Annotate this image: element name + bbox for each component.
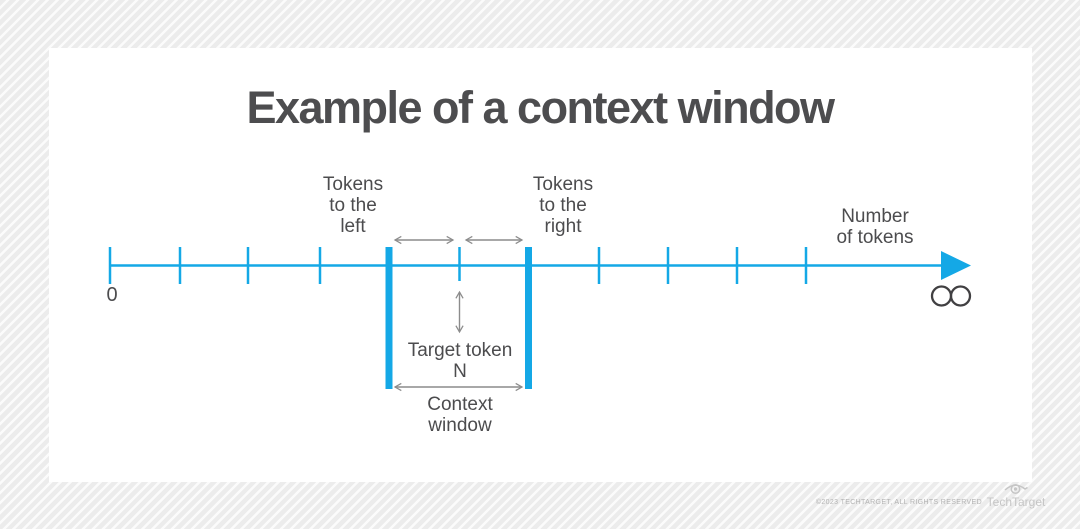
measurement-arrows (393, 235, 524, 392)
context-window-label: Context window (427, 394, 492, 436)
axis-label-line1: Number (841, 206, 909, 227)
tokens-right-line3: right (544, 216, 582, 237)
tokens-left-line1: Tokens (322, 174, 384, 195)
tokens-right-line1: Tokens (532, 174, 594, 195)
copyright-text: ©2023 TECHTARGET, ALL RIGHTS RESERVED (815, 499, 982, 506)
target-token-line2: N (453, 361, 467, 382)
axis-label-line2: of tokens (836, 227, 914, 248)
diagram-title: Example of a context window (246, 82, 835, 133)
techtarget-logo: TechTarget (987, 480, 1045, 509)
number-of-tokens-label: Number of tokens (836, 206, 913, 248)
tokens-left-line2: to the (329, 195, 377, 216)
axis-arrowhead (941, 251, 971, 280)
context-window-bounds (385, 247, 532, 389)
tokens-left-line3: left (340, 216, 366, 237)
infinity-icon (930, 285, 972, 307)
target-token-line1: Target token (407, 340, 513, 361)
tokens-left-label: Tokens to the left (323, 174, 383, 237)
target-token-label: Target token N (408, 340, 513, 382)
zero-label: 0 (106, 284, 118, 306)
context-window-line2: window (428, 415, 492, 436)
tokens-right-line2: to the (539, 195, 587, 216)
techtarget-eye-icon (1004, 484, 1028, 494)
tokens-right-label: Tokens to the right (533, 174, 593, 237)
techtarget-wordmark: TechTarget (986, 495, 1046, 509)
context-window-line1: Context (427, 394, 493, 415)
